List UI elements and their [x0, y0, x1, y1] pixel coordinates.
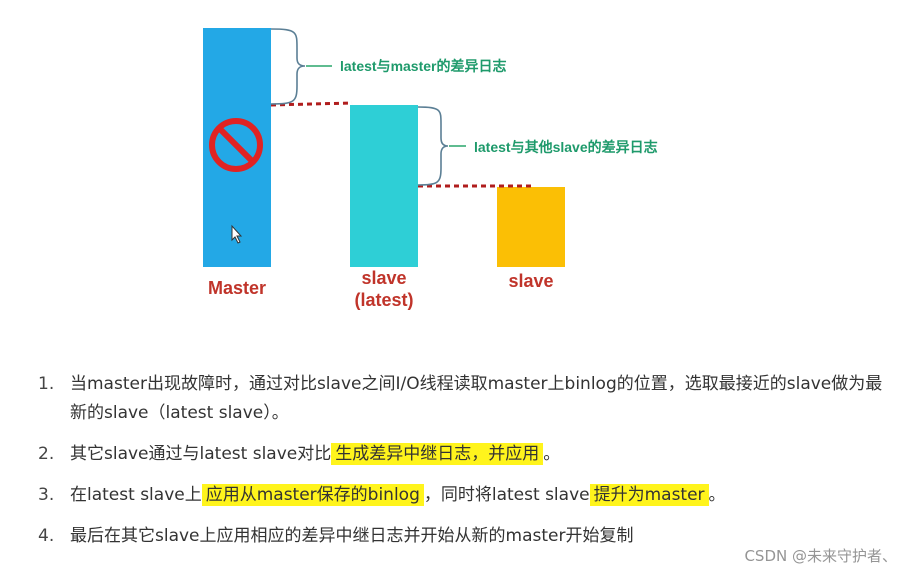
latest-slave-label: slave (latest) [340, 267, 428, 311]
step-number: 1. [38, 374, 55, 394]
slave-bar [497, 187, 565, 267]
failover-steps: 1. 当master出现故障时，通过对比slave之间I/O线程读取master… [38, 370, 883, 563]
step-highlight: 生成差异中继日志，并应用 [331, 443, 544, 465]
master-brace [270, 28, 306, 105]
latest-slave-bar [350, 105, 418, 267]
latest-slave-label-line1: slave [361, 268, 407, 288]
step-highlight: 提升为master [589, 484, 709, 506]
master-label: Master [207, 278, 267, 298]
step-text: 。 [708, 485, 726, 505]
step-item: 2. 其它slave通过与latest slave对比生成差异中继日志，并应用。 [38, 440, 883, 469]
step-item: 3. 在latest slave上应用从master保存的binlog，同时将l… [38, 481, 883, 510]
failover-diagram: latest与master的差异日志 latest与其他slave的差异日志 M… [203, 28, 658, 311]
step-highlight: 应用从master保存的binlog [201, 484, 424, 506]
step-text: 其它slave通过与latest slave对比 [70, 444, 332, 464]
forbidden-icon [209, 118, 263, 172]
cursor-icon [231, 224, 243, 244]
step-text: ，同时将latest slave [423, 485, 590, 505]
step-text: 在latest slave上 [70, 485, 202, 505]
step-number: 4. [38, 526, 55, 546]
latest-brace [417, 106, 449, 186]
step-text: 最后在其它slave上应用相应的差异中继日志并开始从新的master开始复制 [70, 526, 634, 546]
master-diff-annotation: latest与master的差异日志 [340, 58, 507, 74]
master-latest-dashed-line [270, 101, 353, 107]
step-number: 3. [38, 485, 55, 505]
step-item: 4. 最后在其它slave上应用相应的差异中继日志并开始从新的master开始复… [38, 522, 883, 551]
step-item: 1. 当master出现故障时，通过对比slave之间I/O线程读取master… [38, 370, 883, 428]
slave-diff-annotation: latest与其他slave的差异日志 [474, 139, 658, 155]
latest-slave-label-line2: (latest) [354, 290, 414, 310]
step-text: 。 [543, 444, 561, 464]
step-text: 当master出现故障时，通过对比slave之间I/O线程读取master上bi… [70, 374, 883, 423]
step-number: 2. [38, 444, 55, 464]
slave-label: slave [508, 271, 554, 291]
diagram-overlay [209, 28, 532, 244]
watermark: CSDN @未来守护者、 [744, 547, 897, 565]
